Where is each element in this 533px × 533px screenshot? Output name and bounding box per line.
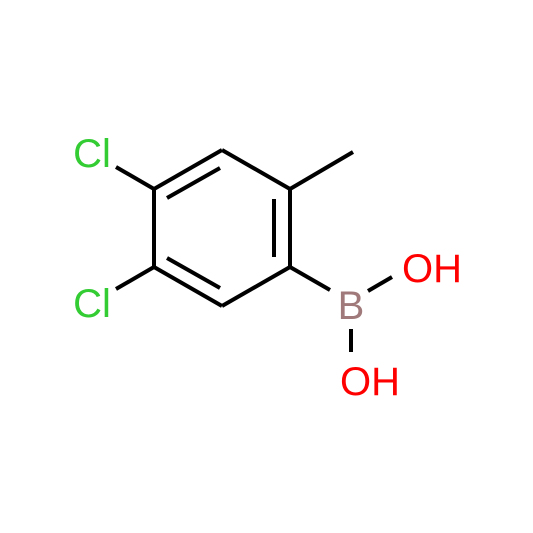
inner-bond-c5-c6 [166,256,221,290]
bond-ring-boron [289,265,331,292]
atom-label-cl-bottom: Cl [73,282,111,326]
atom-label-boron: B [338,284,365,328]
bond-c2-c3 [221,148,291,191]
inner-bond-c1-c2 [166,166,221,200]
methyl-bond [288,150,355,191]
bond-c4-c5 [221,265,291,308]
atom-label-oh-top: OH [402,247,462,291]
benzene-ring [152,148,292,308]
bond-c5-c6 [153,265,223,308]
atom-label-cl-top: Cl [73,132,111,176]
bond-ring-cl-top [114,165,156,191]
atom-label-oh-bottom: OH [340,360,400,404]
bond-boron-oh-top [366,275,394,293]
bond-c1-c2 [153,148,223,191]
bond-ring-cl-bottom [114,265,156,291]
